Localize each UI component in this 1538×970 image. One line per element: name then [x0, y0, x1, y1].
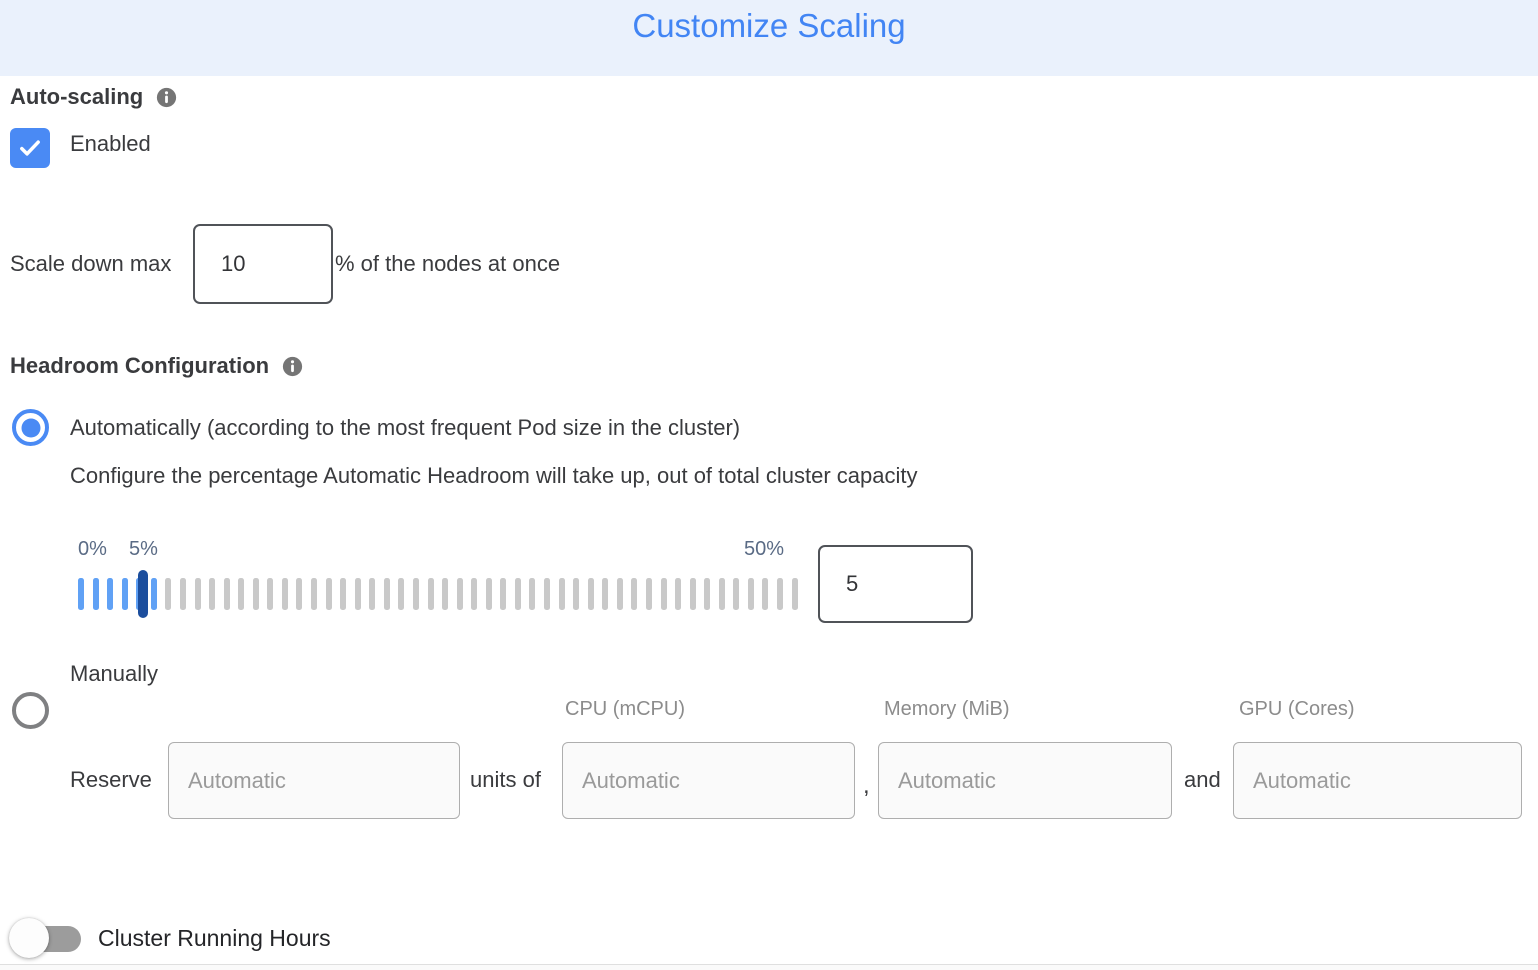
- headroom-section-header: Headroom Configuration: [10, 353, 303, 379]
- info-icon[interactable]: [156, 87, 177, 108]
- scale-down-suffix-label: % of the nodes at once: [335, 251, 561, 276]
- slider-tick: [238, 578, 245, 610]
- slider-tick: [78, 578, 84, 610]
- slider-tick: [777, 578, 783, 610]
- slider-tick: [107, 578, 114, 610]
- headroom-automatic-radio-label[interactable]: Automatically (according to the most fre…: [70, 415, 741, 440]
- slider-tick: [689, 578, 696, 610]
- page-title: Customize Scaling: [632, 7, 906, 44]
- reserve-units-input[interactable]: [168, 742, 460, 819]
- slider-tick: [558, 578, 565, 610]
- headroom-manual-radio-label[interactable]: Manually: [70, 661, 159, 686]
- slider-tick: [340, 578, 347, 610]
- reserve-label: Reserve: [70, 767, 152, 792]
- slider-tick: [733, 578, 740, 610]
- headroom-automatic-radio[interactable]: [12, 409, 49, 446]
- slider-tick: [718, 578, 725, 610]
- slider-tick: [762, 578, 769, 610]
- slider-tick: [311, 578, 317, 610]
- slider-tick: [660, 578, 667, 610]
- enabled-checkbox-label[interactable]: Enabled: [70, 131, 151, 156]
- toggle-knob[interactable]: [9, 918, 49, 958]
- column-header-gpu: GPU (Cores): [1239, 698, 1355, 720]
- slider-tick: [369, 578, 376, 610]
- auto-scaling-enabled-checkbox[interactable]: [10, 128, 50, 168]
- units-of-label: units of: [470, 767, 541, 792]
- slider-tick: [456, 578, 463, 610]
- scale-down-max-input[interactable]: [193, 224, 333, 304]
- slider-tick: [616, 578, 623, 610]
- slider-max-label: 50%: [744, 538, 785, 560]
- headroom-automatic-description: Configure the percentage Automatic Headr…: [70, 463, 918, 488]
- slider-tick: [252, 578, 259, 610]
- slider-tick: [602, 578, 609, 610]
- slider-tick: [267, 578, 274, 610]
- slider-tick: [791, 578, 798, 610]
- scale-down-prefix-label: Scale down max: [10, 251, 172, 276]
- slider-current-value-label: 5%: [129, 538, 158, 560]
- auto-scaling-section-label: Auto-scaling: [10, 84, 144, 109]
- headroom-percentage-slider[interactable]: [78, 570, 798, 618]
- slider-tick: [485, 578, 492, 610]
- checkmark-icon: [20, 140, 40, 156]
- slider-min-label: 0%: [78, 538, 107, 560]
- headroom-section-label: Headroom Configuration: [10, 353, 270, 378]
- headroom-manual-radio[interactable]: [12, 692, 49, 729]
- column-header-memory: Memory (MiB): [884, 698, 1010, 720]
- slider-tick: [471, 578, 478, 610]
- slider-tick: [587, 578, 594, 610]
- and-label: and: [1184, 767, 1221, 792]
- slider-tick: [573, 578, 580, 610]
- slider-tick: [150, 578, 157, 610]
- info-icon[interactable]: [282, 356, 303, 377]
- slider-tick: [704, 578, 711, 610]
- slider-tick: [354, 578, 361, 610]
- reserve-memory-input[interactable]: [878, 742, 1172, 819]
- auto-scaling-section-header: Auto-scaling: [10, 84, 177, 110]
- slider-tick: [427, 578, 434, 610]
- headroom-percentage-input[interactable]: [818, 545, 973, 623]
- slider-tick: [442, 578, 449, 610]
- slider-tick: [194, 578, 201, 610]
- reserve-gpu-input[interactable]: [1233, 742, 1522, 819]
- slider-tick: [645, 578, 652, 610]
- below-divider-area: [0, 965, 1538, 970]
- reserve-cpu-input[interactable]: [562, 742, 855, 819]
- comma-separator: ,: [863, 772, 870, 799]
- slider-tick: [121, 578, 128, 610]
- slider-tick: [325, 578, 332, 610]
- slider-tick: [544, 578, 550, 610]
- slider-tick: [675, 578, 682, 610]
- slider-tick: [165, 578, 172, 610]
- column-header-cpu: CPU (mCPU): [565, 698, 685, 720]
- bottom-divider: [0, 964, 1538, 965]
- slider-tick: [223, 578, 230, 610]
- slider-tick: [631, 578, 638, 610]
- slider-tick: [529, 578, 536, 610]
- slider-tick: [747, 578, 754, 610]
- slider-tick: [412, 578, 419, 610]
- slider-tick: [281, 578, 288, 610]
- slider-tick: [398, 578, 405, 610]
- slider-tick: [92, 578, 99, 610]
- slider-handle[interactable]: [138, 570, 148, 618]
- slider-tick: [514, 578, 521, 610]
- cluster-running-hours-label: Cluster Running Hours: [98, 925, 331, 951]
- slider-tick: [209, 578, 216, 610]
- header-bar: Customize Scaling: [0, 0, 1538, 76]
- slider-tick: [296, 578, 303, 610]
- slider-tick: [500, 578, 507, 610]
- slider-tick: [179, 578, 186, 610]
- slider-tick: [383, 578, 390, 610]
